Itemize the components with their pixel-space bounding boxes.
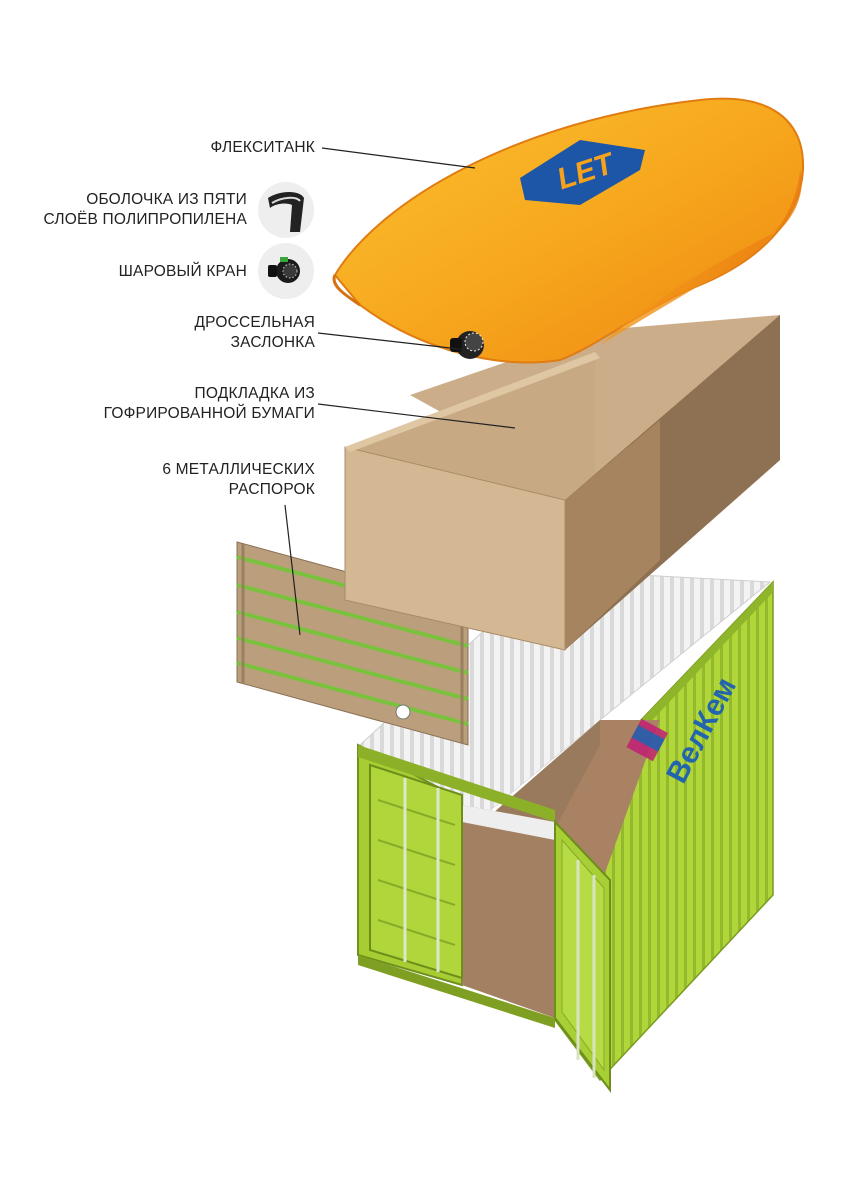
label-flexitank: ФЛЕКСИТАНК [210,139,315,156]
container-left-door [369,763,463,980]
label-throttle-valve: ДРОССЕЛЬНАЯ ЗАСЛОНКА [194,314,315,351]
label-metal-bars: 6 МЕТАЛЛИЧЕСКИХ РАСПОРОК [162,461,315,498]
label-ball-valve: ШАРОВЫЙ КРАН [118,263,247,280]
label-cardboard-liner: ПОДКЛАДКА ИЗ ГОФРИРОВАННОЙ БУМАГИ [103,385,315,422]
layer-sample-icon [258,182,314,238]
shipping-container: ВелКем [357,574,774,1093]
flexitank: LET [332,97,805,364]
label-shell-layers: ОБОЛОЧКА ИЗ ПЯТИ СЛОЁВ ПОЛИПРОПИЛЕНА [43,191,247,228]
ball-valve-icon [258,243,314,299]
tank-logo: LET [520,140,645,205]
leader-lines [284,147,516,636]
cardboard-liner [344,315,780,651]
